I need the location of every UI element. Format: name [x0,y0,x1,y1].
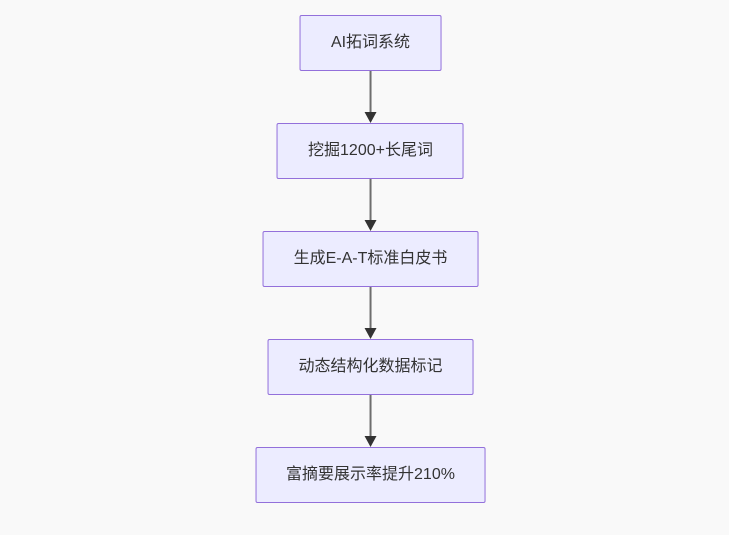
arrow-line [369,395,372,437]
arrow-down-head-icon [364,112,377,123]
flow-node-longtail-keyword-mining: 挖掘1200+长尾词 [277,123,464,179]
flow-arrow-4 [364,395,377,447]
flow-node-eat-standard-whitepaper: 生成E-A-T标准白皮书 [262,231,479,287]
flow-arrow-3 [364,287,377,339]
arrow-down-head-icon [364,436,377,447]
flow-node-rich-snippet-rate-increase: 富摘要展示率提升210% [255,447,486,503]
arrow-line [369,71,372,113]
flow-arrow-2 [364,179,377,231]
arrow-line [369,179,372,221]
arrow-down-head-icon [364,328,377,339]
flow-arrow-1 [364,71,377,123]
flow-node-dynamic-structured-data-markup: 动态结构化数据标记 [267,339,474,395]
flowchart-stack: AI拓词系统 挖掘1200+长尾词 生成E-A-T标准白皮书 动态结构化数据标记… [255,15,486,503]
flow-node-ai-word-expansion-system: AI拓词系统 [299,15,442,71]
arrow-line [369,287,372,329]
arrow-down-head-icon [364,220,377,231]
